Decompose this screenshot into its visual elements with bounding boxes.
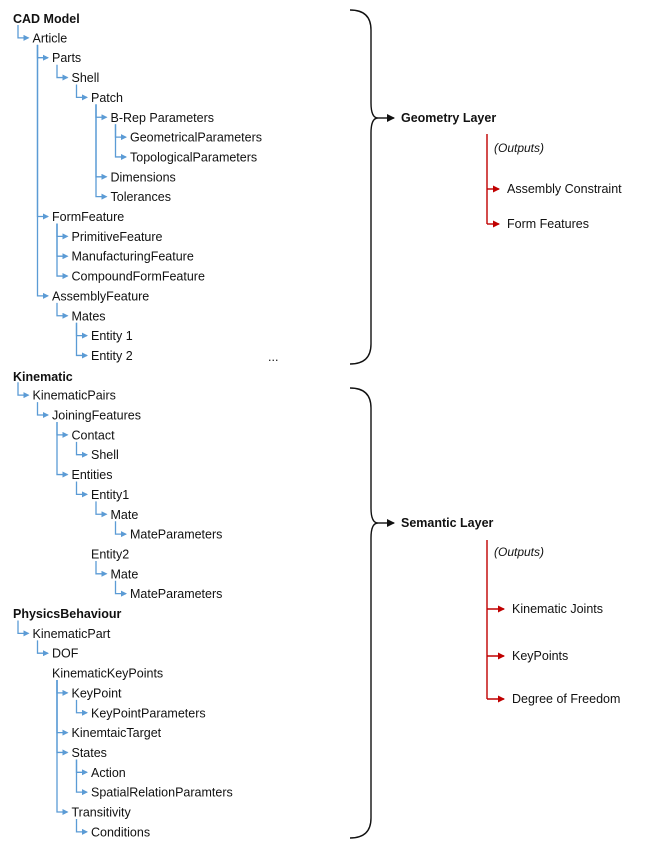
tree-connector: [75, 699, 88, 716]
tree-node: Shell: [91, 448, 119, 462]
tree-node: Action: [91, 766, 126, 780]
tree-connector: [75, 819, 88, 835]
tree-connector: [75, 481, 88, 498]
semantic-section: Kinematic Semantic Layer (Outputs) Kinem…: [13, 370, 620, 839]
tree-connector: [95, 104, 108, 180]
tree-node: Dimensions: [111, 170, 176, 184]
tree-node: Entity1: [91, 488, 129, 502]
tree-node: MateParameters: [130, 528, 222, 542]
tree-connector: [17, 620, 30, 637]
ellipsis-text: ...: [268, 350, 278, 364]
tree-node: DOF: [52, 647, 79, 661]
tree-connector: [114, 124, 127, 141]
tree-connector: [114, 521, 127, 538]
tree-node: ManufacturingFeature: [72, 250, 194, 264]
tree-node: Mate: [111, 508, 139, 522]
tree-connector: [95, 104, 108, 200]
tree-node: Parts: [52, 51, 81, 65]
tree-connector: [56, 680, 69, 696]
output-assembly-constraint: Assembly Constraint: [507, 182, 622, 196]
tree-node: Mates: [72, 309, 106, 323]
tree-node: KinematicPart: [33, 627, 111, 641]
tree-connector: [56, 223, 69, 280]
tree-connector: [75, 759, 88, 776]
output-kinematic-joints: Kinematic Joints: [512, 602, 603, 616]
tree-node: KeyPointParameters: [91, 706, 206, 720]
tree-node: Patch: [91, 91, 123, 105]
tree-connector: [95, 104, 108, 121]
tree-connector: [36, 44, 49, 61]
geometry-brace: [349, 9, 379, 365]
tree-connector: [56, 223, 69, 260]
tree-node: KinematicKeyPoints: [52, 667, 163, 681]
physics-behaviour-root: PhysicsBehaviour: [13, 607, 122, 621]
tree-node: Contact: [72, 428, 116, 442]
tree-connector: [75, 322, 88, 359]
tree-connector: [95, 501, 108, 518]
tree-connector: [56, 302, 69, 319]
tree-connector: [114, 124, 127, 160]
tree-node: Mate: [111, 567, 139, 581]
tree-node: Entity 1: [91, 329, 133, 343]
tree-connector: [56, 64, 69, 81]
cad-model-root: CAD Model: [13, 12, 80, 26]
tree-connector: [36, 44, 49, 220]
tree-connector: [56, 422, 69, 478]
tree-connector: [75, 441, 88, 458]
tree-node: SpatialRelationParamters: [91, 786, 233, 800]
tree-node: PrimitiveFeature: [72, 230, 163, 244]
tree-connector: [56, 680, 69, 815]
kinematic-root: Kinematic: [13, 370, 73, 384]
tree-connector: [36, 402, 49, 418]
tree-connector: [56, 680, 69, 756]
tree-connector: [114, 580, 127, 597]
tree-node: KinemtaicTarget: [72, 726, 162, 740]
output-degree-of-freedom: Degree of Freedom: [512, 692, 620, 706]
tree-connector: [36, 44, 49, 299]
tree-node: AssemblyFeature: [52, 289, 149, 303]
tree-node: Tolerances: [111, 190, 171, 204]
tree-node: Entity 2: [91, 349, 133, 363]
tree-node: Shell: [72, 71, 100, 85]
tree-node: KinematicPairs: [33, 389, 116, 403]
tree-connector: [75, 322, 88, 339]
tree-node: Conditions: [91, 825, 150, 839]
tree-connector: [75, 759, 88, 796]
tree-node: Entities: [72, 468, 113, 482]
tree-node: Transitivity: [72, 806, 132, 820]
hierarchy-connectors: [17, 25, 127, 835]
semantic-brace: [349, 387, 379, 839]
semantic-layer-label: Semantic Layer: [401, 516, 494, 530]
tree-connector: [17, 25, 30, 41]
geometry-outputs-label: (Outputs): [494, 141, 544, 155]
tree-node: KeyPoint: [72, 686, 123, 700]
tree-connector: [56, 223, 69, 240]
tree-node: States: [72, 746, 107, 760]
tree-node: CompoundFormFeature: [72, 270, 205, 284]
tree-connector: [56, 680, 69, 736]
output-keypoints: KeyPoints: [512, 649, 568, 663]
semantic-outputs-label: (Outputs): [494, 545, 544, 559]
tree-node: FormFeature: [52, 210, 124, 224]
tree-node: MateParameters: [130, 587, 222, 601]
tree-connector: [36, 640, 49, 657]
tree-connector: [95, 560, 108, 577]
tree-node: Entity2: [91, 547, 129, 561]
tree-node: Article: [33, 31, 68, 45]
geometry-section: CAD Model ... Geometry Layer (Outputs) A…: [13, 9, 622, 365]
tree-connector: [17, 382, 30, 399]
geometry-layer-label: Geometry Layer: [401, 111, 496, 125]
tree-node: B-Rep Parameters: [111, 111, 215, 125]
tree-connector: [56, 422, 69, 438]
tree-node: TopologicalParameters: [130, 150, 257, 164]
tree-node: JoiningFeatures: [52, 409, 141, 423]
tree-node: GeometricalParameters: [130, 131, 262, 145]
output-form-features: Form Features: [507, 217, 589, 231]
tree-connector: [75, 84, 88, 101]
